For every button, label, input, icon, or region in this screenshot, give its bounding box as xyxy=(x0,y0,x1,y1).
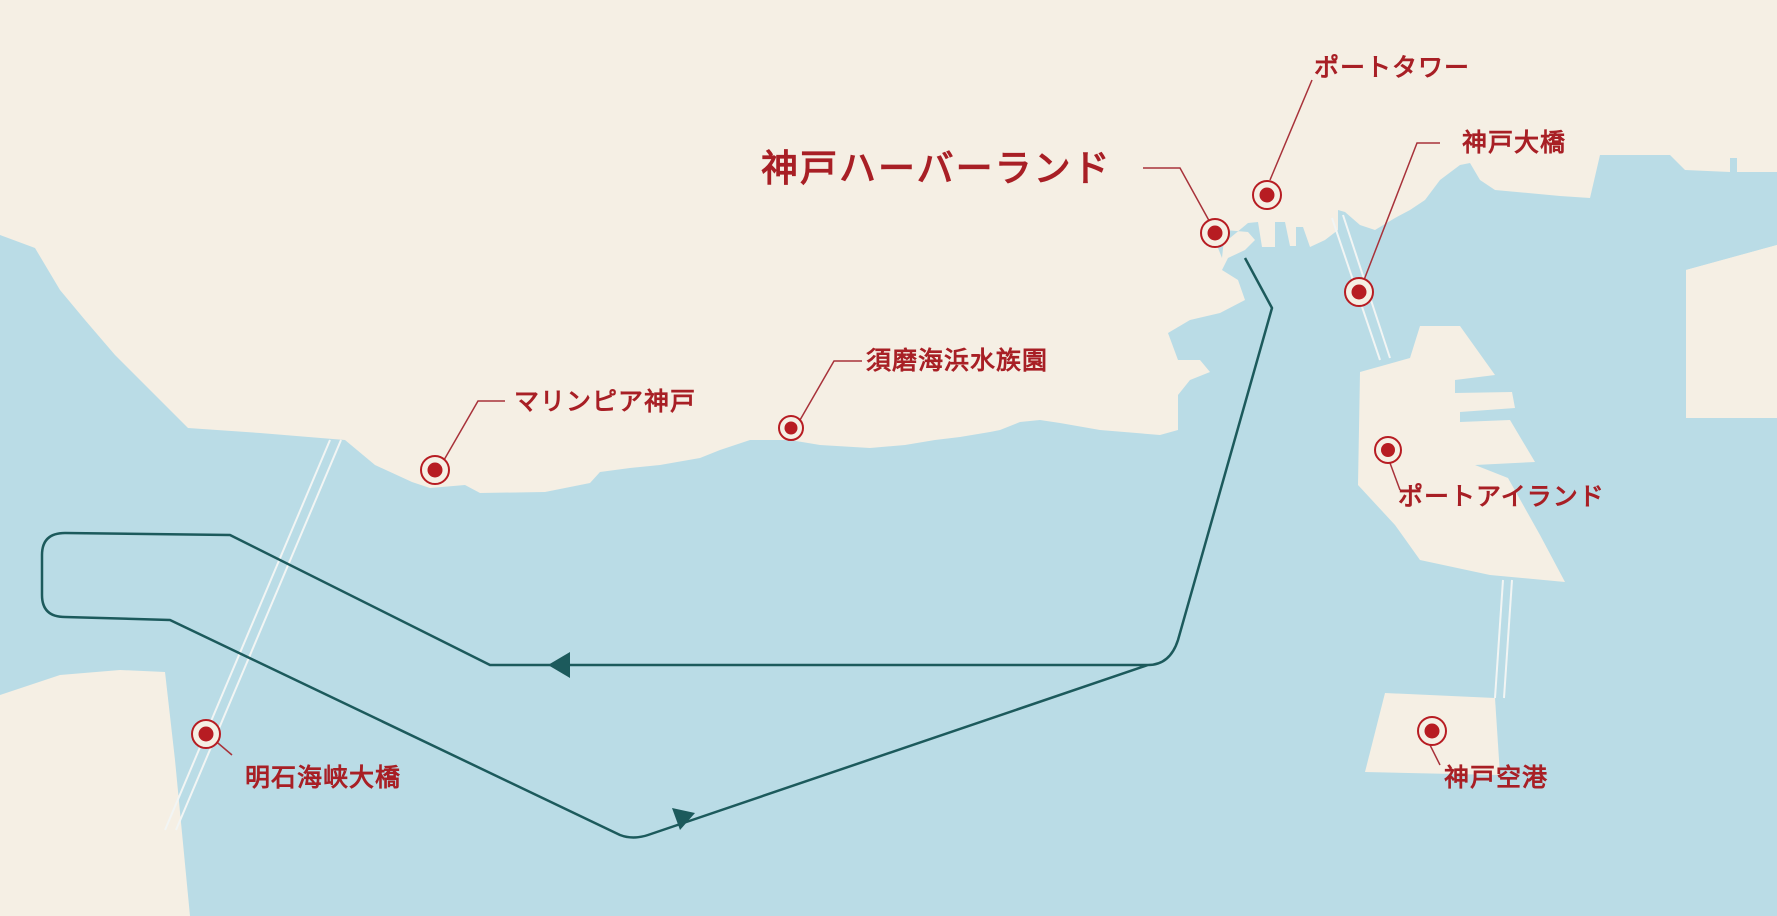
awaji-island-landmass xyxy=(0,670,190,916)
sea-main xyxy=(0,155,1777,916)
route-arrow-eastbound-icon xyxy=(672,808,695,830)
marker-port-island-icon[interactable] xyxy=(1374,436,1402,464)
leader-suma-aquarium xyxy=(799,360,862,421)
leader-marinpia xyxy=(443,400,505,461)
label-suma-aquarium[interactable]: 須磨海浜水族園 xyxy=(866,346,1049,375)
leader-kobe-airport xyxy=(1429,744,1441,766)
marker-suma-aquarium-icon[interactable] xyxy=(778,415,804,441)
port-island-landmass xyxy=(1358,326,1565,582)
leader-port-tower xyxy=(1269,79,1313,181)
landmark-markers xyxy=(191,180,1447,749)
leader-port-island xyxy=(1389,462,1401,491)
marker-akashi-bridge-icon[interactable] xyxy=(191,719,221,749)
label-port-island[interactable]: ポートアイランド xyxy=(1398,482,1605,511)
marker-marinpia-icon[interactable] xyxy=(420,455,450,485)
east-pier-landmass xyxy=(1686,245,1777,418)
label-kobe-harborland[interactable]: 神戸ハーバーランド xyxy=(761,147,1112,190)
marker-harborland-icon[interactable] xyxy=(1200,218,1230,248)
marker-kobe-airport-icon[interactable] xyxy=(1417,716,1447,746)
route-arrow-westbound-icon xyxy=(548,652,570,678)
cruise-route-line xyxy=(40,257,1274,839)
leader-harborland xyxy=(1143,167,1213,227)
label-marinpia-kobe[interactable]: マリンピア神戸 xyxy=(514,387,697,416)
label-akashi-kaikyo-bridge[interactable]: 明石海峡大橋 xyxy=(245,763,402,792)
label-kobe-airport[interactable]: 神戸空港 xyxy=(1444,763,1549,792)
marker-kobe-ohashi-icon[interactable] xyxy=(1344,277,1374,307)
airport-bridge-deck xyxy=(1494,579,1513,699)
label-kobe-ohashi[interactable]: 神戸大橋 xyxy=(1462,128,1567,157)
marker-port-tower-icon[interactable] xyxy=(1252,180,1282,210)
leader-kobe-ohashi xyxy=(1363,142,1440,281)
akashi-kaikyo-bridge-deck xyxy=(164,439,342,831)
label-port-tower[interactable]: ポートタワー xyxy=(1314,53,1471,82)
leader-lines xyxy=(211,79,1441,766)
